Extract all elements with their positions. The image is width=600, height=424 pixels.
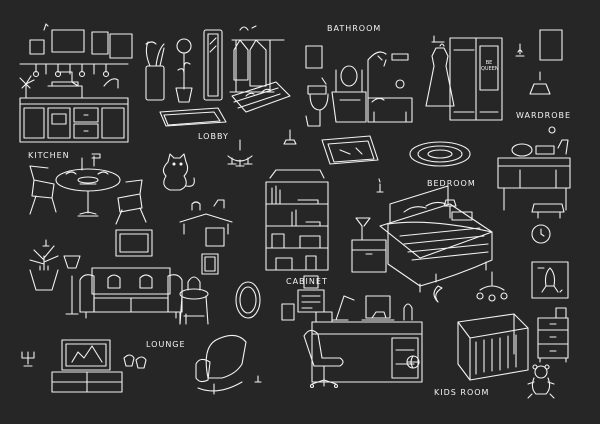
label-bathroom: BATHROOM xyxy=(327,24,382,33)
label-kitchen: KITCHEN xyxy=(28,151,70,160)
side-table-icon xyxy=(179,276,209,325)
slippers-icon xyxy=(123,354,147,369)
picture-frame-icon xyxy=(515,29,563,61)
hanger-rack-icon xyxy=(229,25,285,93)
bath-mat-icon xyxy=(321,135,379,165)
shelf-icon xyxy=(179,199,233,247)
label-lobby: LOBBY xyxy=(198,132,229,141)
bed-icon xyxy=(379,185,493,293)
cat-icon xyxy=(162,153,195,191)
label-lounge: LOUNGE xyxy=(146,340,186,349)
vanity-table-icon xyxy=(497,139,571,219)
round-rug-icon xyxy=(409,141,471,167)
notice-board-icon xyxy=(281,275,325,321)
wardrobe-icon xyxy=(431,35,503,121)
kitchen-set-icon xyxy=(19,23,133,143)
sofa-icon xyxy=(79,267,183,319)
umbrella-stand-icon xyxy=(145,41,165,101)
nightstand-icon xyxy=(351,199,473,273)
rocket-poster-icon xyxy=(531,261,569,299)
wall-clock-icon xyxy=(531,224,551,244)
mirror-icon xyxy=(203,29,223,101)
label-bedroom: BEDROOM xyxy=(427,179,476,188)
wall-picture-icon xyxy=(115,229,219,275)
tv-icon xyxy=(51,339,123,393)
chandelier-icon xyxy=(227,129,297,167)
desk-icon xyxy=(311,295,423,383)
rug-icon xyxy=(159,107,227,127)
label-wardrobe: WARDROBE xyxy=(516,111,572,120)
door-sign-line2: QUEEN xyxy=(481,66,499,72)
floor-lamp-icon xyxy=(63,255,81,315)
mobile-icon xyxy=(476,271,508,302)
dress-icon xyxy=(425,43,455,107)
label-kids-room: KIDS ROOM xyxy=(434,388,490,397)
dining-table-icon xyxy=(29,153,147,225)
round-mirror-icon xyxy=(235,281,261,319)
door-sign-line1: BE xyxy=(485,60,493,66)
armchair-icon xyxy=(195,334,247,395)
door-sign: BE QUEEN xyxy=(481,60,499,72)
candelabra-icon xyxy=(21,351,35,367)
bookcase-icon xyxy=(265,169,329,271)
potted-plant-icon xyxy=(29,245,59,291)
ball-icon xyxy=(406,355,420,369)
shoe-rack-icon xyxy=(231,81,291,113)
moon-icon xyxy=(433,273,443,303)
teddy-bear-icon xyxy=(527,364,555,399)
potted-tree-icon xyxy=(175,38,193,103)
label-cabinet: CABINET xyxy=(286,277,328,286)
kids-drawer-icon xyxy=(537,307,569,363)
lamp-icon xyxy=(529,71,556,134)
office-chair-icon xyxy=(303,329,344,389)
bathroom-set-icon xyxy=(305,45,413,127)
crib-icon xyxy=(457,313,529,381)
